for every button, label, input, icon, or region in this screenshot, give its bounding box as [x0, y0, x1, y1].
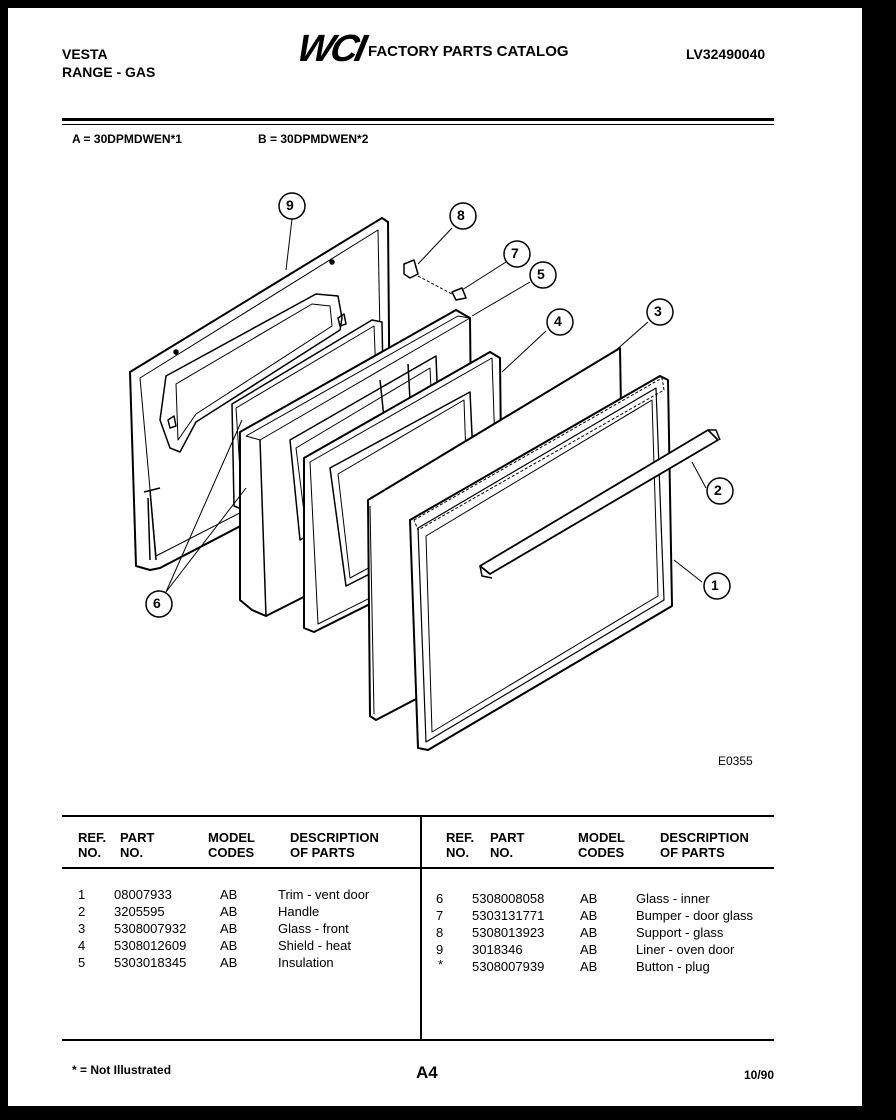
ref-number: 1 — [78, 887, 86, 902]
part-description: Support - glass — [636, 925, 724, 940]
product-category: RANGE - GAS — [62, 64, 156, 80]
part-number: 5308012609 — [114, 938, 187, 953]
callout-circle-4 — [546, 308, 574, 336]
trim-vent-door-part — [409, 375, 673, 751]
ref-number: 6 — [436, 891, 444, 906]
part-description: Shield - heat — [278, 938, 351, 953]
model-code: AB — [580, 959, 598, 974]
callout-label-6: 6 — [153, 595, 161, 611]
bumper-door-glass-part — [451, 287, 467, 301]
callout-circle-8 — [449, 202, 477, 230]
support-glass-part — [403, 259, 419, 279]
revision-date: 10/90 — [744, 1068, 775, 1082]
part-number: 3018346 — [472, 942, 523, 957]
table-top-rule — [62, 815, 774, 817]
part-description: Glass - inner — [636, 891, 710, 906]
ref-number: 2 — [78, 904, 86, 919]
model-code: AB — [580, 925, 598, 940]
model-code: AB — [580, 891, 598, 906]
callout-circle-7 — [503, 240, 531, 268]
callout-circle-2 — [706, 477, 734, 505]
model-code: AB — [580, 942, 598, 957]
ref-number: 3 — [78, 921, 86, 936]
part-description: Liner - oven door — [636, 942, 735, 957]
callout-label-1: 1 — [711, 577, 719, 593]
table-bottom-rule — [62, 1039, 774, 1041]
callout-circle-9 — [278, 192, 306, 220]
catalog-number: LV32490040 — [686, 46, 766, 62]
callout-label-3: 3 — [654, 303, 662, 319]
part-number: 5308007939 — [472, 959, 545, 974]
col-header-ref-right: REF.NO. — [446, 830, 475, 860]
callout-label-2: 2 — [714, 482, 722, 498]
table-divider — [420, 817, 422, 1039]
footer-note: * = Not Illustrated — [72, 1063, 172, 1077]
part-number: 3205595 — [114, 904, 165, 919]
model-code: AB — [220, 921, 238, 936]
ref-number: 4 — [78, 938, 86, 953]
part-number: 5308013923 — [472, 925, 545, 940]
callout-circle-6 — [145, 590, 173, 618]
page-number: A4 — [416, 1063, 438, 1082]
part-number: 08007933 — [114, 887, 172, 902]
part-number: 5308007932 — [114, 921, 187, 936]
col-header-ref-left: REF.NO. — [78, 830, 107, 860]
catalog-title: FACTORY PARTS CATALOG — [368, 43, 569, 60]
table-header-rule — [62, 867, 774, 869]
callout-circle-1 — [703, 572, 731, 600]
figure-code: E0355 — [718, 754, 753, 768]
part-description: Button - plug — [636, 959, 710, 974]
model-code: AB — [580, 908, 598, 923]
model-code: AB — [220, 955, 238, 970]
callout-circle-3 — [646, 298, 674, 326]
callout-label-4: 4 — [554, 313, 562, 329]
brand-name: VESTA — [62, 46, 108, 62]
callout-label-8: 8 — [457, 207, 465, 223]
part-number: 5308008058 — [472, 891, 545, 906]
callout-leaders — [165, 218, 707, 593]
header-rule-thick — [62, 118, 774, 121]
part-description: Handle — [278, 904, 320, 919]
part-number: 5303018345 — [114, 955, 187, 970]
model-code: AB — [220, 887, 238, 902]
ref-number: 7 — [436, 908, 444, 923]
model-b-code: B = 30DPMDWEN*2 — [258, 132, 369, 146]
callout-label-5: 5 — [537, 266, 545, 282]
handle-part — [479, 429, 721, 579]
part-description: Trim - vent door — [278, 887, 370, 902]
model-a-code: A = 30DPMDWEN*1 — [72, 132, 182, 146]
part-description: Glass - front — [278, 921, 349, 936]
ref-number: 9 — [436, 942, 444, 957]
callout-label-7: 7 — [511, 245, 519, 261]
header-rule-thin — [62, 124, 774, 125]
model-code: AB — [220, 904, 238, 919]
part-description: Insulation — [278, 955, 334, 970]
callout-label-9: 9 — [286, 197, 294, 213]
model-code: AB — [220, 938, 238, 953]
ref-number: * — [438, 957, 444, 972]
part-number: 5303131771 — [472, 908, 545, 923]
ref-number: 8 — [436, 925, 444, 940]
ref-number: 5 — [78, 955, 86, 970]
callout-circle-5 — [529, 261, 557, 289]
part-description: Bumper - door glass — [636, 908, 754, 923]
